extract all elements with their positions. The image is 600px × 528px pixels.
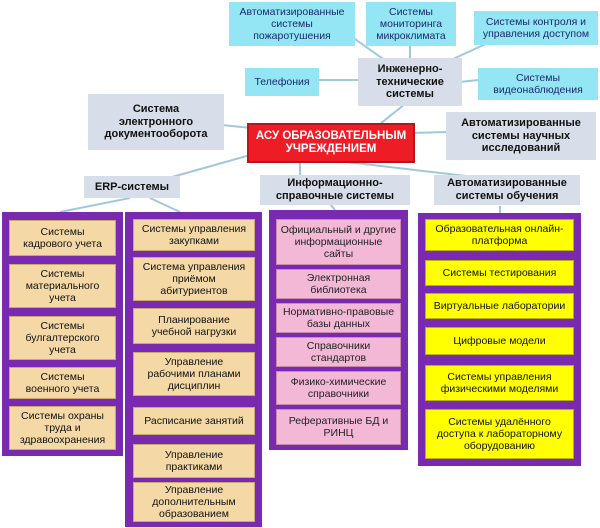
- erp-systems-node: ERP-системы: [84, 176, 180, 198]
- scientific-research-systems-node: Автоматизированные системы научных иссле…: [446, 112, 596, 160]
- info-reference-panel: Официальный и другие информационные сайт…: [269, 210, 408, 450]
- electronic-document-management-node: Система электронного документооборота: [88, 94, 224, 150]
- fire-suppression-systems: Автоматизированные системы пожаротушения: [229, 2, 355, 46]
- labor-protection-systems: Системы охраны труда и здравоохранения: [9, 406, 116, 450]
- internship-management: Управление практиками: [133, 444, 255, 478]
- hr-accounting-systems: Системы кадрового учета: [9, 220, 116, 256]
- material-accounting-systems: Системы материального учета: [9, 264, 116, 308]
- erp-column-2-panel: Системы управления закупками Система упр…: [125, 212, 262, 527]
- engineering-systems-node: Инженерно- технические системы: [358, 58, 462, 106]
- microclimate-monitoring-systems: Системы мониторинга микроклимата: [366, 2, 456, 46]
- abstract-databases-rinc: Реферативные БД и РИНЦ: [276, 409, 401, 445]
- admission-management-system: Система управления приёмом абитуриентов: [133, 257, 255, 301]
- video-surveillance-systems: Системы видеонаблюдения: [478, 68, 598, 100]
- info-reference-systems-node: Информационно- справочные системы: [260, 175, 410, 205]
- automated-learning-systems-node: Автоматизированные системы обучения: [434, 175, 580, 205]
- bookkeeping-systems: Системы булгалтерского учета: [9, 316, 116, 360]
- learning-systems-panel: Образовательная онлайн- платформа Систем…: [418, 213, 581, 466]
- official-websites: Официальный и другие информационные сайт…: [276, 219, 401, 265]
- testing-systems: Системы тестирования: [425, 260, 574, 286]
- physical-model-management-systems: Системы управления физическими моделями: [425, 365, 574, 401]
- physicochemical-references: Физико-химические справочники: [276, 371, 401, 405]
- continuing-education-management: Управление дополнительным образованием: [133, 482, 255, 522]
- access-control-systems: Системы контроля и управления доступом: [474, 11, 598, 45]
- curriculum-plan-management: Управление рабочими планами дисциплин: [133, 352, 255, 396]
- regulatory-databases: Нормативно-правовые базы данных: [276, 303, 401, 333]
- online-learning-platform: Образовательная онлайн- платформа: [425, 219, 574, 251]
- erp-column-1-panel: Системы кадрового учета Системы материал…: [2, 212, 123, 456]
- telephony: Телефония: [245, 68, 319, 96]
- military-accounting-systems: Системы военного учета: [9, 367, 116, 399]
- class-schedule: Расписание занятий: [133, 407, 255, 435]
- electronic-library: Электронная библиотека: [276, 269, 401, 299]
- root-node: АСУ ОБРАЗОВАТЕЛЬНЫМ УЧРЕЖДЕНИЕМ: [247, 123, 415, 163]
- standards-references: Справочники стандартов: [276, 337, 401, 367]
- digital-models: Цифровые модели: [425, 327, 574, 355]
- remote-lab-access-systems: Системы удалённого доступа к лабораторно…: [425, 409, 574, 459]
- virtual-laboratories: Виртуальные лаборатории: [425, 293, 574, 319]
- procurement-management-systems: Системы управления закупками: [133, 219, 255, 251]
- teaching-load-planning: Планирование учебной нагрузки: [133, 308, 255, 344]
